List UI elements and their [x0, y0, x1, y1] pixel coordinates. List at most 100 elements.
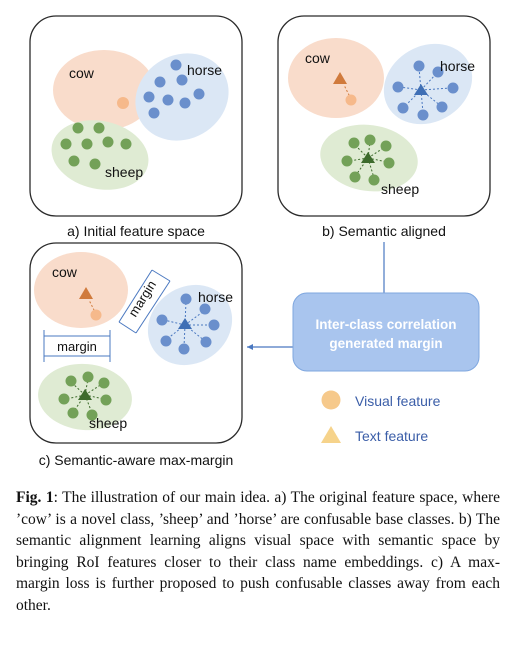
panel-a-horse-node	[154, 76, 166, 88]
panel-a-caption: a) Initial feature space	[67, 223, 205, 239]
panel-c-horse-node	[200, 336, 212, 348]
panel-c-sheep-node	[58, 393, 70, 405]
panel-c-horse-node	[199, 303, 211, 315]
panel-b-sheep-node	[364, 134, 376, 146]
panel-a-sheep-node	[120, 138, 132, 150]
panel-c-sheep-node	[100, 394, 112, 406]
panel-c-horse-node	[160, 335, 172, 347]
panel-b-sheep-node	[349, 171, 361, 183]
panel-b-horse-node	[397, 102, 409, 114]
panel-c-sheep-link	[84, 383, 103, 396]
panel-a-horse-label: horse	[187, 62, 222, 78]
panel-a-sheep-node	[72, 122, 84, 134]
panel-c-sheep-node	[86, 409, 98, 421]
panel-b-horse-label: horse	[440, 58, 475, 74]
panel-b-sheep-node	[380, 140, 392, 152]
panel-a-sheep-node	[93, 122, 105, 134]
panel-c-horse-label: horse	[198, 289, 233, 305]
panel-a-sheep-node	[60, 138, 72, 150]
panel-c-cow-triangle	[79, 287, 93, 299]
panel-b-horse-nodes	[392, 60, 459, 121]
panel-a: cow horse sheep a) Initial feature space	[29, 15, 243, 239]
panel-b-sheep-nodes	[341, 134, 395, 186]
panel-b-sheep-link	[355, 157, 369, 176]
visual-feature-icon	[321, 390, 341, 410]
panel-a-sheep-node	[81, 138, 93, 150]
panel-c-horse-triangle	[178, 318, 192, 329]
panel-b-cow-cluster	[288, 38, 384, 118]
panel-a-cow-label: cow	[69, 65, 95, 81]
panel-a-sheep-nodes	[60, 122, 132, 170]
margin-diagonal-bound	[151, 269, 171, 282]
panel-c-cow-link	[88, 299, 97, 315]
panel-c-sheep-node	[98, 377, 110, 389]
panel-c-horse-link	[163, 319, 186, 326]
panel-b-horse-triangle	[414, 84, 428, 95]
text-feature-icon	[321, 426, 341, 443]
panel-c-sheep-nodes	[58, 371, 112, 421]
panel-a-cow-cluster	[53, 50, 155, 130]
correlation-box-line2: generated margin	[329, 336, 442, 351]
panel-b-sheep-node	[383, 157, 395, 169]
panel-c-cow-node	[90, 309, 102, 321]
caption-text: : The illustration of our main idea. a) …	[16, 489, 500, 614]
legend: Visual feature Text feature	[321, 390, 441, 444]
panel-c-sheep-node	[82, 371, 94, 383]
panel-b-horse-node	[436, 101, 448, 113]
panel-a-horse-nodes	[143, 59, 205, 119]
panel-b-caption: b) Semantic aligned	[322, 223, 446, 239]
panel-c-horse-node	[156, 314, 168, 326]
panel-b-horse-node	[417, 109, 429, 121]
panel-b-cow-node	[345, 94, 357, 106]
panel-b-horse-node	[447, 82, 459, 94]
panel-b-sheep-node	[341, 155, 353, 167]
panel-c-cow-label: cow	[52, 264, 78, 280]
panel-c-sheep-node	[67, 407, 79, 419]
correlation-box: Inter-class correlation generated margin	[292, 292, 480, 372]
panel-c-cow-cluster	[34, 252, 128, 328]
panel-a-sheep-node	[102, 136, 114, 148]
panel-c-horse-node	[178, 343, 190, 355]
caption-fig-label: Fig. 1	[16, 489, 54, 506]
panel-a-sheep-label: sheep	[105, 164, 143, 180]
panel-b: cow horse sheep b) Semantic aligned	[277, 15, 491, 239]
panel-c-sheep-label: sheep	[89, 415, 127, 431]
correlation-connector	[247, 242, 385, 350]
panel-c-horse-node	[208, 319, 220, 331]
panel-b-cow-triangle	[333, 72, 347, 84]
margin-diagonal-bound	[118, 321, 137, 334]
panel-a-horse-node	[148, 107, 160, 119]
panel-b-horse-node	[392, 81, 404, 93]
panel-b-sheep-node	[348, 137, 360, 149]
panel-b-sheep-triangle	[361, 152, 375, 163]
panel-a-cow-node	[117, 97, 129, 109]
panel-b-sheep-label: sheep	[381, 181, 419, 197]
panel-b-horse-link	[420, 87, 452, 91]
panel-b-cow-link	[343, 84, 352, 100]
panel-b-sheep-link	[354, 144, 369, 159]
panel-c: margin margin cow horse sheep c) Semanti…	[29, 242, 243, 468]
legend-text-label: Text feature	[355, 428, 428, 444]
panel-a-sheep-node	[68, 155, 80, 167]
panel-a-horse-node	[170, 59, 182, 71]
panel-c-caption: c) Semantic-aware max-margin	[39, 452, 234, 468]
margin-horizontal-label: margin	[57, 339, 97, 354]
illustration: cow horse sheep a) Initial feature space	[29, 15, 491, 468]
panel-a-horse-node	[179, 97, 191, 109]
panel-b-cow-label: cow	[305, 50, 331, 66]
panel-b-sheep-node	[368, 174, 380, 186]
panel-c-horse-node	[180, 293, 192, 305]
panel-a-sheep-node	[89, 158, 101, 170]
panel-a-horse-node	[176, 74, 188, 86]
correlation-box-line1: Inter-class correlation	[315, 317, 456, 332]
margin-diagonal-arrow	[135, 280, 171, 334]
correlation-box-frame	[292, 292, 480, 372]
panel-a-horse-node	[143, 91, 155, 103]
panel-c-horse-nodes	[156, 293, 220, 355]
panel-a-horse-node	[193, 88, 205, 100]
panel-b-horse-link	[399, 86, 422, 91]
panel-b-horse-node	[432, 66, 444, 78]
panel-a-horse-node	[162, 94, 174, 106]
panel-b-horse-node	[413, 60, 425, 72]
